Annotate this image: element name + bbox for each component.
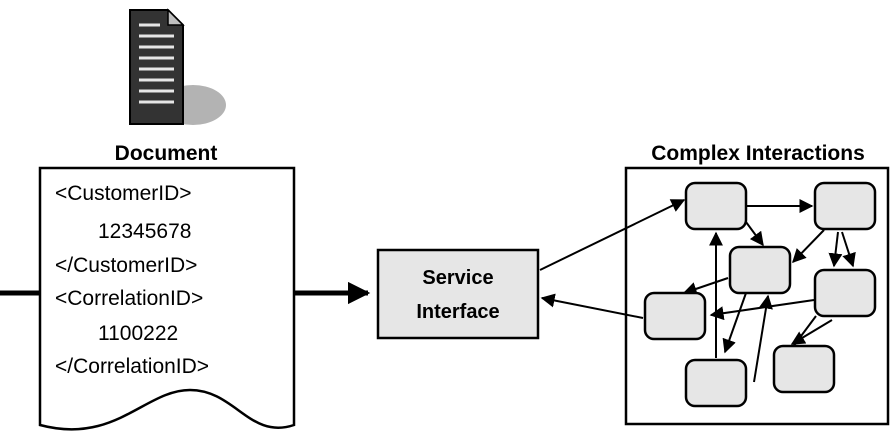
document-heading: Document bbox=[115, 142, 218, 165]
doc-line-2: 12345678 bbox=[98, 220, 191, 243]
doc-line-1: <CustomerID> bbox=[55, 182, 192, 205]
interaction-node bbox=[684, 181, 748, 231]
service-label-line1: Service bbox=[422, 267, 493, 289]
document-icon bbox=[129, 8, 226, 125]
doc-line-3: </CustomerID> bbox=[55, 254, 197, 277]
complex-heading: Complex Interactions bbox=[651, 142, 865, 165]
interaction-node bbox=[684, 358, 748, 408]
document-content: <CustomerID> 12345678 </CustomerID> <Cor… bbox=[55, 182, 209, 378]
doc-line-5: 1100222 bbox=[98, 322, 178, 345]
service-interface-box bbox=[376, 248, 540, 340]
interaction-node bbox=[813, 181, 877, 231]
interaction-node bbox=[813, 268, 877, 318]
document-box bbox=[38, 166, 296, 431]
doc-line-4: <CorrelationID> bbox=[55, 287, 203, 310]
service-links bbox=[539, 199, 686, 319]
interaction-nodes bbox=[643, 181, 877, 408]
doc-line-6: </CorrelationID> bbox=[55, 355, 209, 378]
interaction-edges bbox=[682, 199, 856, 383]
interaction-node bbox=[643, 291, 707, 341]
interaction-node bbox=[772, 344, 836, 394]
service-label-line2: Interface bbox=[416, 301, 499, 323]
interaction-node bbox=[728, 245, 792, 295]
